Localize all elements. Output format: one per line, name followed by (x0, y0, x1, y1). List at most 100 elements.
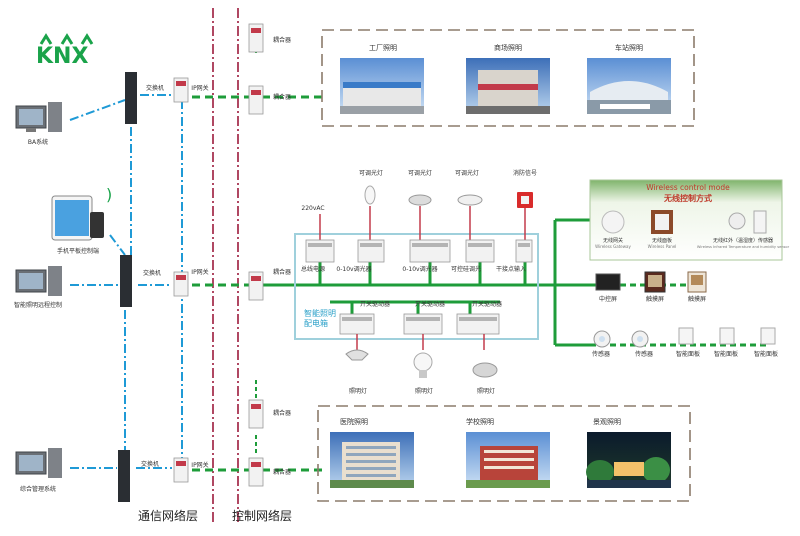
scene-label: 景观照明 (593, 418, 621, 426)
module-label: 0-10v调光器 (336, 265, 371, 273)
scene-mall: 商场照明 (466, 43, 550, 114)
ba-system: BA系统 (15, 102, 62, 146)
coupler-2: 耦合器 (248, 85, 291, 115)
wireless-item-label: 无线面板 (652, 237, 672, 244)
lamp-label: 照明灯 (415, 387, 433, 395)
remote-label: 智能照明远程控制 (14, 301, 62, 309)
scene-label: 学校照明 (466, 417, 494, 426)
wireless-title-en: Wireless control mode (646, 183, 730, 192)
coupler-3: 耦合器 (248, 268, 291, 301)
wireless-item-label-en: Wireless Panel (648, 244, 677, 249)
sensor-label: 传感器 (635, 350, 653, 358)
scene-landscape: 景观照明 (586, 418, 671, 488)
wireless-item-label-en: Wireless Infrared Temperature and humidi… (697, 245, 790, 249)
smart-panel-3: 智能面板 (754, 327, 778, 358)
dimmer-module-1: 0-10v调光器 (336, 239, 385, 273)
lamp-label: 照明灯 (349, 387, 367, 395)
driver-label: 开关驱动器 (360, 300, 390, 308)
panel-label: 智能面板 (754, 350, 778, 358)
switch-label: 交换机 (141, 460, 159, 468)
coupler-label: 耦合器 (273, 36, 291, 44)
module-label: 0-10v调光器 (402, 265, 437, 273)
central-control-screen: 中控屏 (595, 273, 621, 303)
knx-logo-text: KNX (36, 44, 88, 69)
gateway-label: IP网关 (191, 268, 208, 276)
sensor-label: 传感器 (592, 350, 610, 358)
device-label: 可调光灯 (359, 169, 383, 177)
coupler-4: 耦合器 (248, 399, 291, 429)
ip-gateway-top: IP网关 (173, 77, 209, 103)
mobile-label: 手机平板控制端 (57, 247, 99, 255)
fire-signal: 消防信号 (513, 169, 537, 240)
scene-label: 商场照明 (494, 43, 522, 52)
scene-station: 车站照明 (587, 43, 671, 114)
coupler-1: 耦合器 (248, 23, 291, 53)
knx-bus-lines (192, 95, 770, 472)
screen-label: 触摸屏 (688, 295, 706, 303)
smart-panel-1: 智能面板 (676, 327, 700, 358)
top-scenes-frame (321, 29, 695, 127)
thyristor-dimmer-module: 可控硅调光 (451, 239, 495, 273)
switch-top: 交换机 (125, 72, 164, 124)
switch-bottom: 交换机 (118, 450, 159, 502)
device-label: 可调光灯 (408, 169, 432, 177)
scene-label: 工厂照明 (369, 44, 397, 52)
dimmable-lamp-1: 可调光灯 (359, 169, 383, 240)
bus-power-module: 总线电源 (301, 239, 335, 273)
scene-factory: 工厂照明 (340, 44, 424, 114)
dry-contact-input-module: 干接点输入 (496, 239, 533, 273)
panel-label: 智能面板 (714, 350, 738, 358)
cabinet-title: 智能照明 配电箱 (304, 308, 339, 328)
scene-label: 医院照明 (340, 417, 368, 426)
driver-label: 开关驱动器 (415, 300, 445, 308)
module-label: 可控硅调光 (451, 265, 481, 273)
wireless-item-label: 无线网关 (603, 237, 623, 244)
gateway-label: IP网关 (191, 84, 208, 92)
ip-gateway-middle: IP网关 (173, 268, 209, 297)
scene-label: 车站照明 (615, 43, 643, 52)
touch-screen-2: 触摸屏 (687, 271, 707, 303)
device-label: 消防信号 (513, 169, 537, 177)
switch-label: 交换机 (143, 269, 161, 277)
lighting-lamp-1: 照明灯 (345, 349, 369, 395)
switch-driver-2: 开关驱动器 (403, 300, 445, 350)
coupler-5: 耦合器 (248, 457, 291, 487)
wireless-item-label: 无线红外（温湿度）传感器 (713, 237, 773, 244)
smart-panel-2: 智能面板 (714, 327, 738, 358)
dimmable-lamp-3: 可调光灯 (455, 169, 483, 240)
sensor-2: 传感器 (631, 330, 653, 358)
sensor-1: 传感器 (592, 330, 611, 358)
scene-hospital: 医院照明 (330, 417, 414, 488)
dimmable-lamp-2: 可调光灯 (408, 169, 432, 240)
lighting-lamp-2: 照明灯 (413, 352, 433, 395)
wifi-icon: ) (106, 185, 112, 204)
switch-label: 交换机 (146, 84, 164, 92)
mgmt-system: 综合管理系统 (15, 448, 62, 493)
mgmt-label: 综合管理系统 (20, 485, 56, 493)
mobile-control: ) 手机平板控制端 (51, 185, 112, 255)
touch-screen-1: 触摸屏 (644, 271, 666, 303)
scene-school: 学校照明 (466, 417, 550, 488)
knx-logo: KNX (36, 33, 94, 69)
module-label: 总线电源 (301, 265, 325, 273)
power-label: 220vAC (301, 205, 324, 212)
coupler-label: 耦合器 (273, 93, 291, 101)
device-label: 可调光灯 (455, 169, 479, 177)
coupler-label: 耦合器 (273, 268, 291, 276)
lighting-cabinet-frame (294, 233, 539, 340)
panel-label: 智能面板 (676, 350, 700, 358)
dimmer-module-2: 0-10v调光器 (402, 239, 451, 273)
lighting-lamp-3: 照明灯 (472, 362, 498, 395)
wireless-title-cn: 无线控制方式 (663, 193, 712, 203)
switch-driver-3: 开关驱动器 (456, 300, 502, 350)
module-label: 干接点输入 (496, 265, 526, 273)
switch-middle: 交换机 (120, 255, 161, 307)
screen-label: 触摸屏 (646, 295, 664, 303)
ip-gateway-bottom: IP网关 (173, 457, 209, 483)
lamp-label: 照明灯 (477, 387, 495, 395)
wireless-item-label-en: Wireless Gateway (595, 244, 631, 249)
switch-driver-1: 开关驱动器 (339, 300, 390, 350)
ba-system-label: BA系统 (28, 138, 48, 146)
gateway-label: IP网关 (191, 461, 208, 469)
